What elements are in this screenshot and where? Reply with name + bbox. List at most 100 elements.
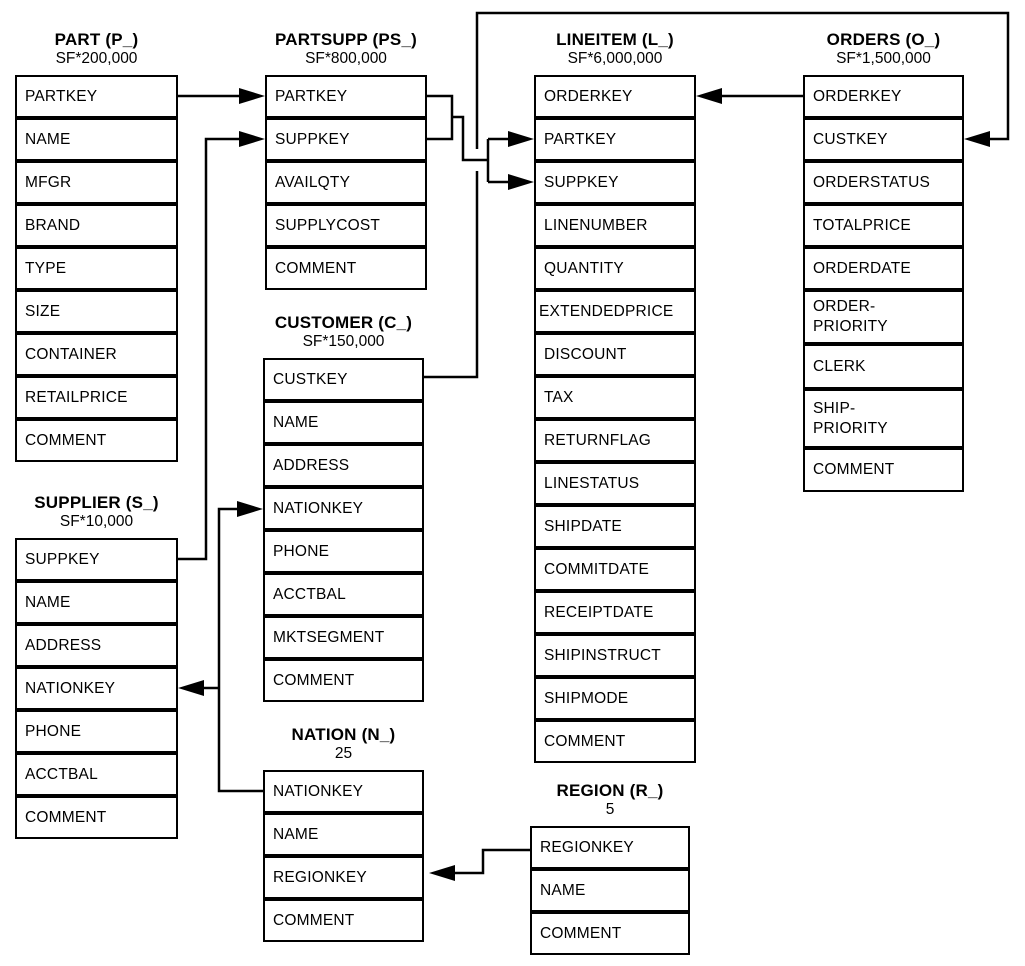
region-cell-regionkey: REGIONKEY [530,826,690,869]
lineitem-cell-receiptdate: RECEIPTDATE [534,591,696,634]
lineitem-cell-partkey: PARTKEY [534,118,696,161]
supplier-cell-acctbal: ACCTBAL [15,753,178,796]
nation-cell-comment: COMMENT [263,899,424,942]
nation-cell-nationkey: NATIONKEY [263,770,424,813]
orders-cell-custkey: CUSTKEY [803,118,964,161]
table-nation-columns: NATIONKEY NAME REGIONKEY COMMENT [263,770,424,942]
supplier-cell-phone: PHONE [15,710,178,753]
orders-cell-shippriority: SHIP- PRIORITY [803,389,964,448]
table-supplier: SUPPLIER (S_) SF*10,000 SUPPKEY NAME ADD… [15,493,178,839]
arrow-nation-to-customer-nationkey [237,501,263,517]
arrow-part-partkey-to-partsupp-partkey [178,88,265,104]
region-cell-name: NAME [530,869,690,912]
customer-cell-phone: PHONE [263,530,424,573]
lineitem-cell-linestatus: LINESTATUS [534,462,696,505]
table-part-cardinality: SF*200,000 [55,50,138,67]
table-supplier-columns: SUPPKEY NAME ADDRESS NATIONKEY PHONE ACC… [15,538,178,839]
customer-cell-address: ADDRESS [263,444,424,487]
table-nation: NATION (N_) 25 NATIONKEY NAME REGIONKEY … [263,725,424,942]
table-lineitem-title: LINEITEM (L_) [556,30,674,49]
table-region: REGION (R_) 5 REGIONKEY NAME COMMENT [530,781,690,955]
lineitem-cell-quantity: QUANTITY [534,247,696,290]
customer-cell-acctbal: ACCTBAL [263,573,424,616]
lineitem-cell-returnflag: RETURNFLAG [534,419,696,462]
partsupp-cell-partkey: PARTKEY [265,75,427,118]
lineitem-cell-suppkey: SUPPKEY [534,161,696,204]
table-customer-title: CUSTOMER (C_) [274,313,413,332]
lineitem-cell-orderkey: ORDERKEY [534,75,696,118]
orders-cell-clerk: CLERK [803,344,964,389]
table-orders-title: ORDERS (O_) [826,30,941,49]
part-cell-brand: BRAND [15,204,178,247]
arrow-partsupp-to-lineitem-suppkey [508,174,534,190]
partsupp-cell-availqty: AVAILQTY [265,161,427,204]
supplier-cell-comment: COMMENT [15,796,178,839]
connector-nation-nationkey [178,501,263,793]
arrow-region-regionkey-to-nation-regionkey [429,848,530,881]
orders-cell-totalprice: TOTALPRICE [803,204,964,247]
table-region-cardinality: 5 [605,801,615,818]
table-orders: ORDERS (O_) SF*1,500,000 ORDERKEY CUSTKE… [803,30,964,492]
table-nation-cardinality: 25 [334,745,353,762]
nation-cell-name: NAME [263,813,424,856]
table-partsupp-title: PARTSUPP (PS_) [275,30,417,49]
table-lineitem-columns: ORDERKEY PARTKEY SUPPKEY LINENUMBER QUAN… [534,75,696,763]
table-nation-title: NATION (N_) [291,725,396,744]
part-cell-comment: COMMENT [15,419,178,462]
customer-cell-mktsegment: MKTSEGMENT [263,616,424,659]
table-partsupp-columns: PARTKEY SUPPKEY AVAILQTY SUPPLYCOST COMM… [265,75,427,290]
table-partsupp: PARTSUPP (PS_) SF*800,000 PARTKEY SUPPKE… [265,30,427,290]
part-cell-partkey: PARTKEY [15,75,178,118]
table-part-title: PART (P_) [54,30,139,49]
table-customer-columns: CUSTKEY NAME ADDRESS NATIONKEY PHONE ACC… [263,358,424,702]
partsupp-cell-comment: COMMENT [265,247,427,290]
arrow-partsupp-to-lineitem-partkey [508,131,534,147]
partsupp-cell-supplycost: SUPPLYCOST [265,204,427,247]
part-cell-retailprice: RETAILPRICE [15,376,178,419]
lineitem-cell-extendedprice: EXTENDEDPRICE [534,290,696,333]
customer-cell-name: NAME [263,401,424,444]
table-region-columns: REGIONKEY NAME COMMENT [530,826,690,955]
supplier-cell-suppkey: SUPPKEY [15,538,178,581]
lineitem-cell-commitdate: COMMITDATE [534,548,696,591]
lineitem-cell-linenumber: LINENUMBER [534,204,696,247]
lineitem-cell-discount: DISCOUNT [534,333,696,376]
part-cell-container: CONTAINER [15,333,178,376]
partsupp-cell-suppkey: SUPPKEY [265,118,427,161]
table-region-title: REGION (R_) [556,781,664,800]
lineitem-cell-shipinstruct: SHIPINSTRUCT [534,634,696,677]
orders-cell-orderstatus: ORDERSTATUS [803,161,964,204]
orders-cell-orderdate: ORDERDATE [803,247,964,290]
connector-partsupp-to-lineitem [427,94,534,190]
region-cell-comment: COMMENT [530,912,690,955]
nation-cell-regionkey: REGIONKEY [263,856,424,899]
lineitem-cell-shipmode: SHIPMODE [534,677,696,720]
part-cell-size: SIZE [15,290,178,333]
table-part: PART (P_) SF*200,000 PARTKEY NAME MFGR B… [15,30,178,462]
lineitem-cell-comment: COMMENT [534,720,696,763]
part-cell-type: TYPE [15,247,178,290]
table-lineitem: LINEITEM (L_) SF*6,000,000 ORDERKEY PART… [534,30,696,763]
part-cell-mfgr: MFGR [15,161,178,204]
table-part-columns: PARTKEY NAME MFGR BRAND TYPE SIZE CONTAI… [15,75,178,462]
table-customer-cardinality: SF*150,000 [302,333,385,350]
customer-cell-comment: COMMENT [263,659,424,702]
table-supplier-title: SUPPLIER (S_) [34,493,159,512]
orders-cell-orderkey: ORDERKEY [803,75,964,118]
table-supplier-cardinality: SF*10,000 [59,513,134,530]
supplier-cell-nationkey: NATIONKEY [15,667,178,710]
table-orders-cardinality: SF*1,500,000 [836,50,931,67]
table-orders-columns: ORDERKEY CUSTKEY ORDERSTATUS TOTALPRICE … [803,75,964,492]
arrow-nation-to-supplier-nationkey [178,680,204,696]
customer-cell-custkey: CUSTKEY [263,358,424,401]
table-customer: CUSTOMER (C_) SF*150,000 CUSTKEY NAME AD… [263,313,424,702]
orders-cell-orderpriority: ORDER- PRIORITY [803,290,964,344]
customer-cell-nationkey: NATIONKEY [263,487,424,530]
table-partsupp-cardinality: SF*800,000 [305,50,387,67]
supplier-cell-address: ADDRESS [15,624,178,667]
table-lineitem-cardinality: SF*6,000,000 [567,50,663,67]
arrow-orders-orderkey-to-lineitem-orderkey [696,88,803,104]
orders-cell-comment: COMMENT [803,448,964,492]
lineitem-cell-tax: TAX [534,376,696,419]
